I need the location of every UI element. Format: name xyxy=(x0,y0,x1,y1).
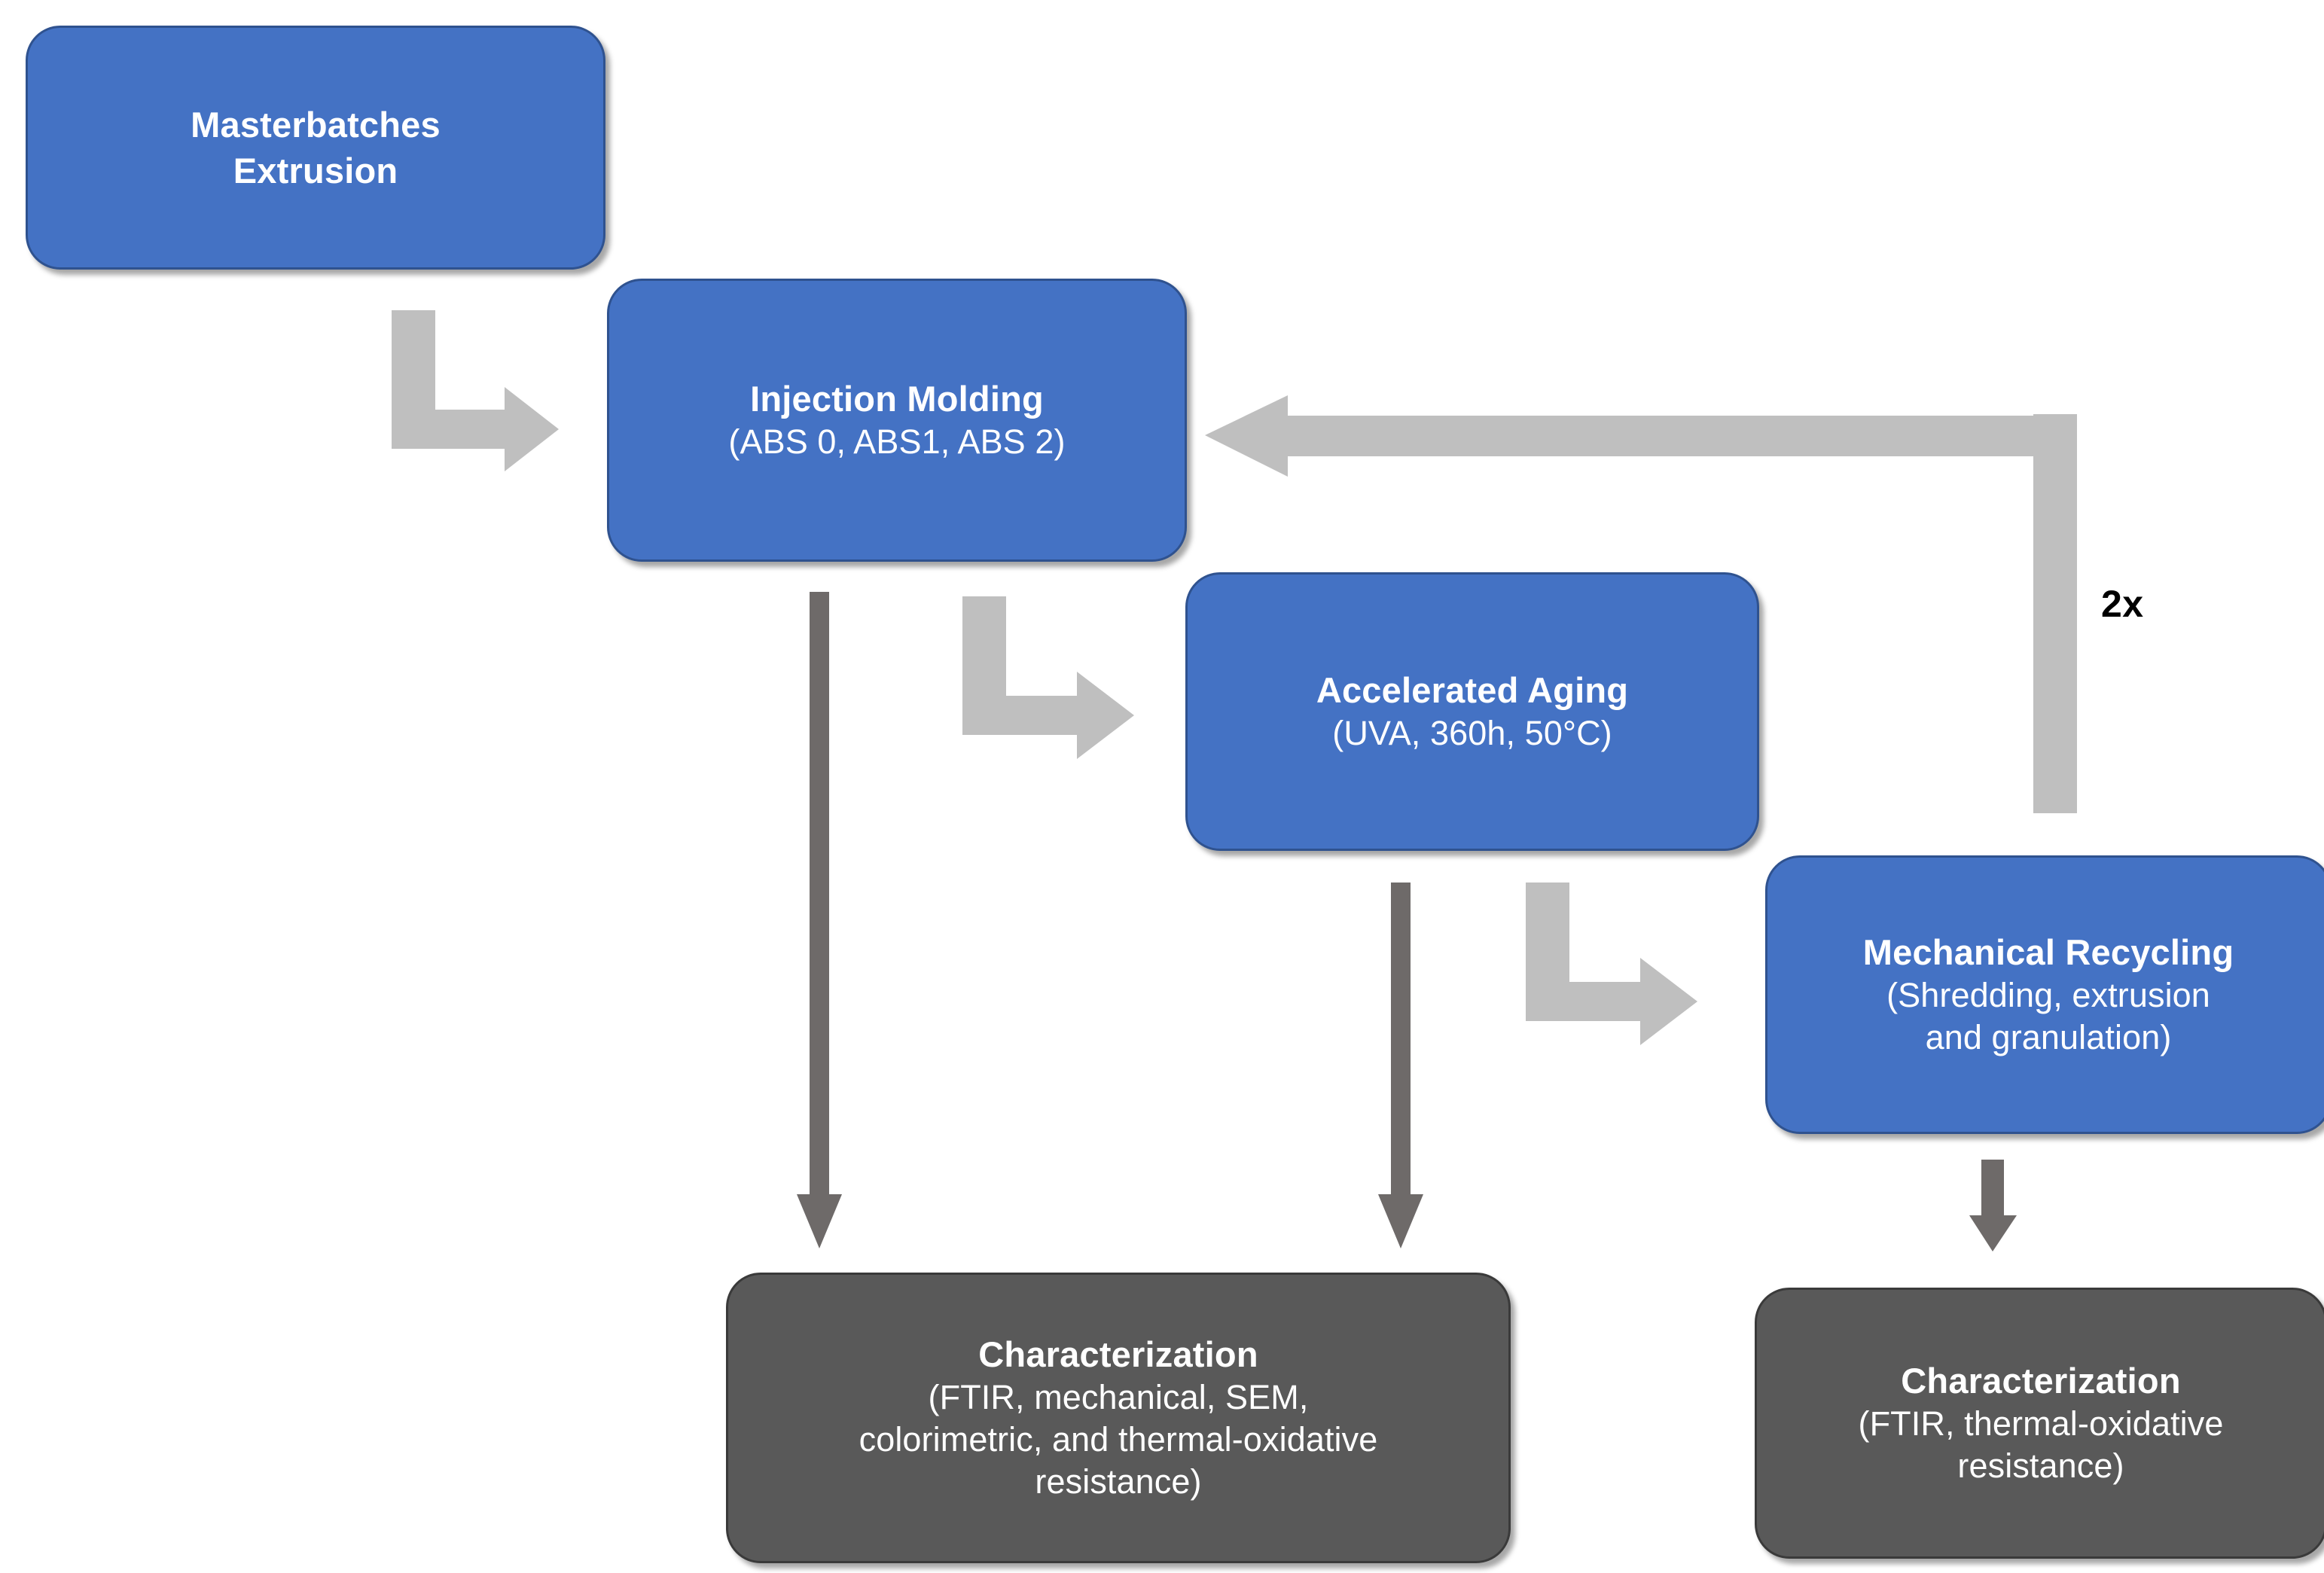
arrow-recycling-loop-to-injection xyxy=(1205,395,2077,813)
node-masterbatches-title: Masterbatches xyxy=(191,104,441,145)
node-characterization-left-subtitle-line1: (FTIR, mechanical, SEM, xyxy=(928,1378,1309,1417)
arrow-recycling-to-characterization-right xyxy=(1969,1160,2017,1251)
node-masterbatches-extrusion[interactable]: Masterbatches Extrusion xyxy=(26,26,605,270)
arrow-aging-to-characterization-left xyxy=(1378,883,1423,1248)
node-characterization-left-subtitle-line2: colorimetric, and thermal-oxidative xyxy=(859,1420,1378,1459)
node-injection-molding[interactable]: Injection Molding (ABS 0, ABS1, ABS 2) xyxy=(607,279,1187,562)
node-characterization-right-title: Characterization xyxy=(1901,1361,2181,1401)
arrow-aging-to-recycling xyxy=(1526,883,1697,1045)
node-characterization-left-subtitle-line3: resistance) xyxy=(1035,1462,1202,1501)
node-accelerated-aging[interactable]: Accelerated Aging (UVA, 360h, 50°C) xyxy=(1185,572,1759,851)
node-accelerated-aging-subtitle: (UVA, 360h, 50°C) xyxy=(1332,714,1612,753)
recycle-loop-count-label: 2x xyxy=(2101,583,2144,625)
node-injection-molding-title: Injection Molding xyxy=(750,378,1044,419)
node-characterization-left-title: Characterization xyxy=(978,1334,1258,1375)
node-characterization-left[interactable]: Characterization (FTIR, mechanical, SEM,… xyxy=(726,1273,1511,1563)
node-injection-molding-subtitle: (ABS 0, ABS1, ABS 2) xyxy=(728,422,1066,462)
node-mechanical-recycling[interactable]: Mechanical Recycling (Shredding, extrusi… xyxy=(1765,855,2324,1134)
arrow-injection-to-aging xyxy=(962,596,1134,759)
node-mechanical-recycling-subtitle-line1: (Shredding, extrusion xyxy=(1886,976,2210,1015)
node-accelerated-aging-title: Accelerated Aging xyxy=(1316,669,1629,710)
node-mechanical-recycling-title: Mechanical Recycling xyxy=(1862,932,2234,973)
node-characterization-right[interactable]: Characterization (FTIR, thermal-oxidativ… xyxy=(1755,1288,2324,1559)
arrow-injection-to-characterization-left xyxy=(797,592,842,1248)
node-mechanical-recycling-subtitle-line2: and granulation) xyxy=(1925,1018,2172,1057)
node-masterbatches-subtitle: Extrusion xyxy=(233,151,398,191)
arrow-masterbatches-to-injection xyxy=(392,310,559,471)
node-characterization-right-subtitle-line1: (FTIR, thermal-oxidative xyxy=(1858,1404,2224,1443)
node-characterization-right-subtitle-line2: resistance) xyxy=(1957,1446,2124,1486)
